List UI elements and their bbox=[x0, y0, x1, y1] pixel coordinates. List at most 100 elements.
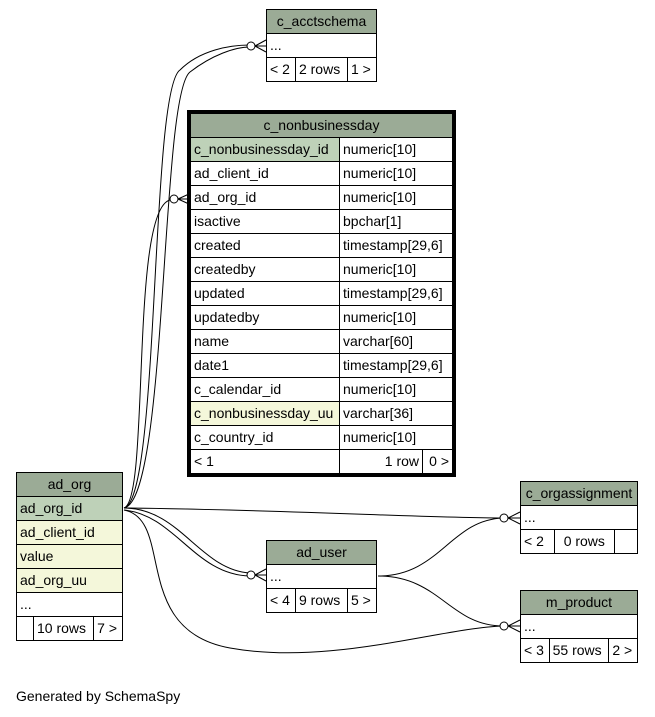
column-type: numeric[10] bbox=[339, 257, 453, 282]
column-row: ad_org_id bbox=[16, 496, 123, 521]
edge-ad-org-to-ad-user-2 bbox=[123, 509, 251, 577]
nav-next[interactable]: 5 > bbox=[347, 588, 377, 613]
column-type: timestamp[29,6] bbox=[339, 353, 453, 378]
column-type: numeric[10] bbox=[339, 137, 453, 162]
edge-marker-ad-user bbox=[246, 570, 256, 580]
row-count: 9 rows bbox=[294, 588, 349, 613]
edge-marker-c-acctschema bbox=[246, 41, 256, 51]
column-name: isactive bbox=[190, 209, 340, 234]
column-name: ad_client_id bbox=[190, 161, 340, 186]
footer-text: Generated by SchemaSpy bbox=[16, 688, 181, 704]
column-type: numeric[10] bbox=[339, 185, 453, 210]
row-count: 1 row bbox=[339, 449, 423, 474]
table-title: ad_user bbox=[266, 540, 377, 565]
nav-prev[interactable]: < 2 bbox=[520, 529, 555, 554]
table-ad-user: ad_user ... < 4 9 rows 5 > bbox=[266, 540, 377, 613]
nav-prev[interactable]: < 4 bbox=[266, 588, 296, 613]
column-name: name bbox=[190, 329, 340, 354]
ellipsis-row: ... bbox=[520, 505, 638, 530]
column-type: numeric[10] bbox=[339, 377, 453, 402]
ellipsis-row: ... bbox=[266, 33, 377, 58]
table-title: c_orgassignment bbox=[520, 481, 638, 506]
table-title: c_acctschema bbox=[266, 9, 377, 34]
edge-ad-org-to-c-acctschema-2 bbox=[123, 46, 251, 509]
crowfoot-c-orgassignment bbox=[507, 511, 521, 525]
column-type: numeric[10] bbox=[339, 305, 453, 330]
column-name: value bbox=[16, 544, 123, 569]
nav-next[interactable]: 2 > bbox=[608, 638, 638, 663]
column-name: created bbox=[190, 233, 340, 258]
table-m-product: m_product ... < 3 55 rows 2 > bbox=[520, 590, 638, 663]
nav-next[interactable]: 1 > bbox=[347, 57, 377, 82]
column-name: updated bbox=[190, 281, 340, 306]
nav-next[interactable] bbox=[614, 529, 638, 554]
edge-marker-c-orgassignment bbox=[499, 513, 509, 523]
row-count: 2 rows bbox=[294, 57, 349, 82]
edge-ad-org-to-c-nonbusinessday bbox=[123, 199, 171, 509]
nav-prev[interactable] bbox=[16, 616, 34, 641]
column-type: numeric[10] bbox=[339, 161, 453, 186]
ellipsis-row: ... bbox=[16, 592, 123, 617]
row-count: 55 rows bbox=[548, 638, 610, 663]
edge-ad-org-to-c-orgassignment bbox=[123, 507, 504, 519]
nav-prev[interactable]: < 1 bbox=[190, 449, 340, 474]
column-name: ad_org_uu bbox=[16, 568, 123, 593]
crowfoot-c-nonbusinessday bbox=[177, 193, 190, 205]
edge-marker-m-product bbox=[499, 621, 509, 631]
edge-ad-user-to-m-product bbox=[377, 575, 504, 627]
column-name: ad_org_id bbox=[16, 496, 123, 521]
column-name: date1 bbox=[190, 353, 340, 378]
crowfoot-m-product bbox=[507, 619, 521, 633]
edge-ad-user-to-c-orgassignment bbox=[377, 517, 504, 577]
column-type: numeric[10] bbox=[339, 425, 453, 450]
ellipsis-row: ... bbox=[266, 564, 377, 589]
column-name: createdby bbox=[190, 257, 340, 282]
column-name: c_country_id bbox=[190, 425, 340, 450]
nav-prev[interactable]: < 2 bbox=[266, 57, 296, 82]
ellipsis-row: ... bbox=[520, 614, 638, 639]
column-type: varchar[36] bbox=[339, 401, 453, 426]
column-row: ad_client_id bbox=[16, 520, 123, 545]
column-name: ad_org_id bbox=[190, 185, 340, 210]
table-title: ad_org bbox=[16, 472, 123, 497]
row-count: 10 rows bbox=[32, 616, 95, 641]
crowfoot-ad-user bbox=[254, 568, 267, 582]
column-type: varchar[60] bbox=[339, 329, 453, 354]
table-title: m_product bbox=[520, 590, 638, 615]
row-count: 0 rows bbox=[553, 529, 616, 554]
crowfoot-c-acctschema bbox=[254, 39, 267, 53]
column-type: timestamp[29,6] bbox=[339, 281, 453, 306]
edge-ad-org-to-ad-user bbox=[123, 507, 251, 574]
table-c-orgassignment: c_orgassignment ... < 2 0 rows bbox=[520, 481, 638, 554]
edge-ad-org-to-c-acctschema bbox=[123, 44, 251, 509]
edge-ad-org-to-m-product bbox=[123, 509, 504, 654]
nav-prev[interactable]: < 3 bbox=[520, 638, 550, 663]
column-name: updatedby bbox=[190, 305, 340, 330]
column-type: timestamp[29,6] bbox=[339, 233, 453, 258]
nav-next[interactable]: 0 > bbox=[422, 449, 453, 474]
column-name: c_calendar_id bbox=[190, 377, 340, 402]
column-row: value bbox=[16, 544, 123, 569]
nav-next[interactable]: 7 > bbox=[93, 616, 123, 641]
column-name: c_nonbusinessday_uu bbox=[190, 401, 340, 426]
column-type: bpchar[1] bbox=[339, 209, 453, 234]
edge-marker-c-nonbusinessday bbox=[169, 194, 179, 204]
column-row: ad_org_uu bbox=[16, 568, 123, 593]
column-name: c_nonbusinessday_id bbox=[190, 137, 340, 162]
column-name: ad_client_id bbox=[16, 520, 123, 545]
